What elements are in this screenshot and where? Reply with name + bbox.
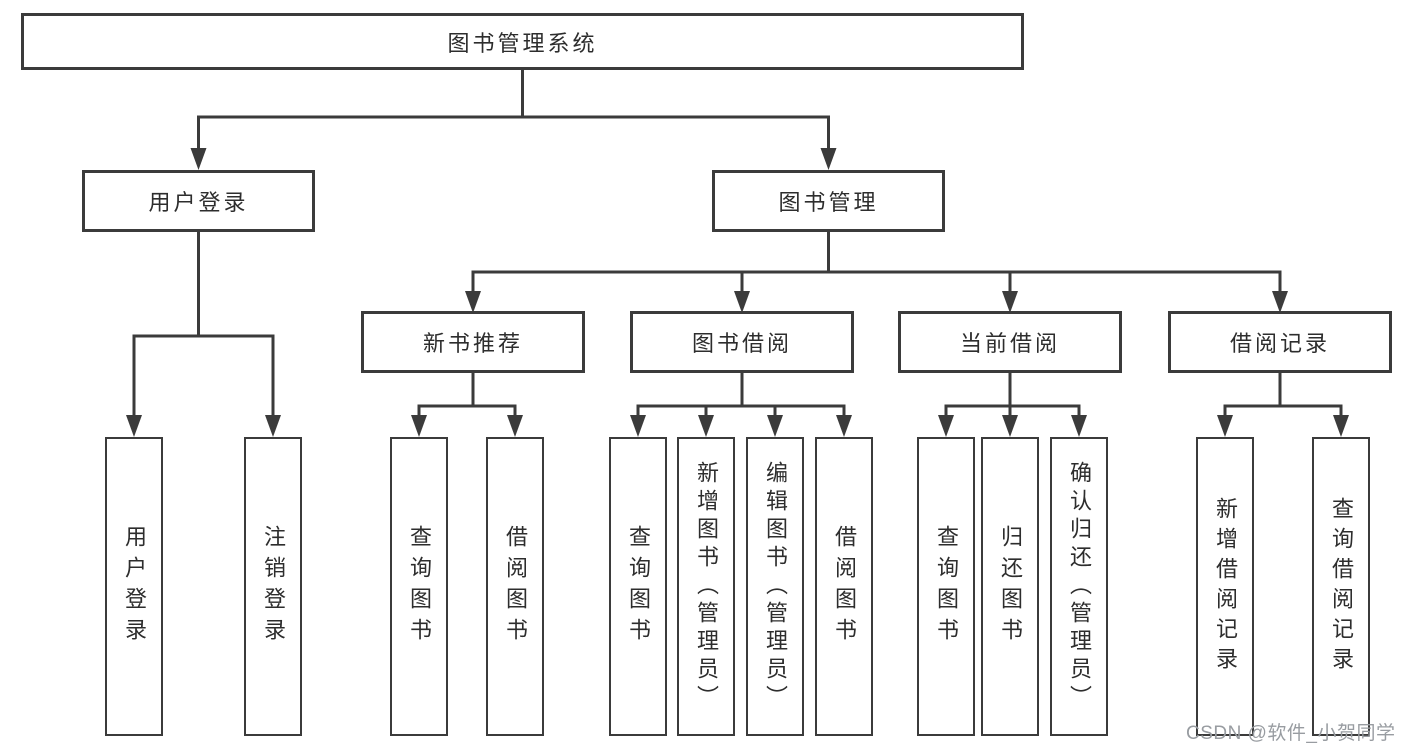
node-book-borrow: 图书借阅 bbox=[630, 311, 854, 373]
connector-records-children bbox=[1217, 373, 1349, 437]
node-user-login: 用户登录 bbox=[82, 170, 315, 232]
connector-borrow-children bbox=[630, 373, 852, 437]
leaf-logout: 注销登录 bbox=[244, 437, 302, 736]
node-label: 注销登录 bbox=[261, 524, 286, 649]
node-label: 查询借阅记录 bbox=[1329, 496, 1354, 677]
node-label: 新书推荐 bbox=[422, 331, 523, 356]
node-label: 用户登录 bbox=[122, 524, 147, 649]
leaf-add-borrow-record: 新增借阅记录 bbox=[1196, 437, 1254, 736]
node-label: 确认归还（管理员） bbox=[1067, 460, 1092, 713]
node-book-management: 图书管理 bbox=[712, 170, 945, 232]
leaf-add-books-admin: 新增图书（管理员） bbox=[677, 437, 735, 736]
node-label: 图书借阅 bbox=[691, 331, 792, 356]
node-label: 查询图书 bbox=[626, 524, 651, 649]
node-label: 归还图书 bbox=[998, 524, 1023, 649]
node-label: 编辑图书（管理员） bbox=[763, 460, 788, 713]
leaf-return-books: 归还图书 bbox=[981, 437, 1039, 736]
node-label: 借阅图书 bbox=[503, 524, 528, 649]
node-label: 查询图书 bbox=[934, 524, 959, 649]
node-library-system: 图书管理系统 bbox=[21, 13, 1024, 70]
node-label: 图书管理 bbox=[778, 190, 879, 215]
connector-root-to-level1 bbox=[190, 69, 837, 170]
node-borrow-records: 借阅记录 bbox=[1168, 311, 1392, 373]
leaf-edit-books-admin: 编辑图书（管理员） bbox=[746, 437, 804, 736]
node-label: 借阅记录 bbox=[1229, 331, 1330, 356]
leaf-confirm-return-admin: 确认归还（管理员） bbox=[1050, 437, 1108, 736]
connector-current-children bbox=[938, 373, 1087, 437]
node-label: 借阅图书 bbox=[832, 524, 857, 649]
node-label: 新增图书（管理员） bbox=[694, 460, 719, 713]
csdn-watermark: CSDN @软件_小贺同学 bbox=[1186, 723, 1396, 744]
leaf-query-books-recommend: 查询图书 bbox=[390, 437, 448, 736]
node-new-book-recommend: 新书推荐 bbox=[361, 311, 585, 373]
connector-newbooks-children bbox=[411, 373, 523, 437]
node-current-borrow: 当前借阅 bbox=[898, 311, 1122, 373]
leaf-query-books-current: 查询图书 bbox=[917, 437, 975, 736]
connector-login-children bbox=[126, 232, 281, 437]
node-label: 新增借阅记录 bbox=[1213, 496, 1238, 677]
leaf-query-books-borrow: 查询图书 bbox=[609, 437, 667, 736]
connector-bookmgmt-to-level2 bbox=[465, 232, 1288, 313]
node-label: 查询图书 bbox=[407, 524, 432, 649]
node-label: 用户登录 bbox=[148, 190, 249, 215]
leaf-borrow-books-recommend: 借阅图书 bbox=[486, 437, 544, 736]
node-label: 图书管理系统 bbox=[447, 30, 598, 56]
leaf-query-borrow-record: 查询借阅记录 bbox=[1312, 437, 1370, 736]
leaf-user-login: 用户登录 bbox=[105, 437, 163, 736]
node-label: 当前借阅 bbox=[959, 331, 1060, 356]
leaf-borrow-books: 借阅图书 bbox=[815, 437, 873, 736]
